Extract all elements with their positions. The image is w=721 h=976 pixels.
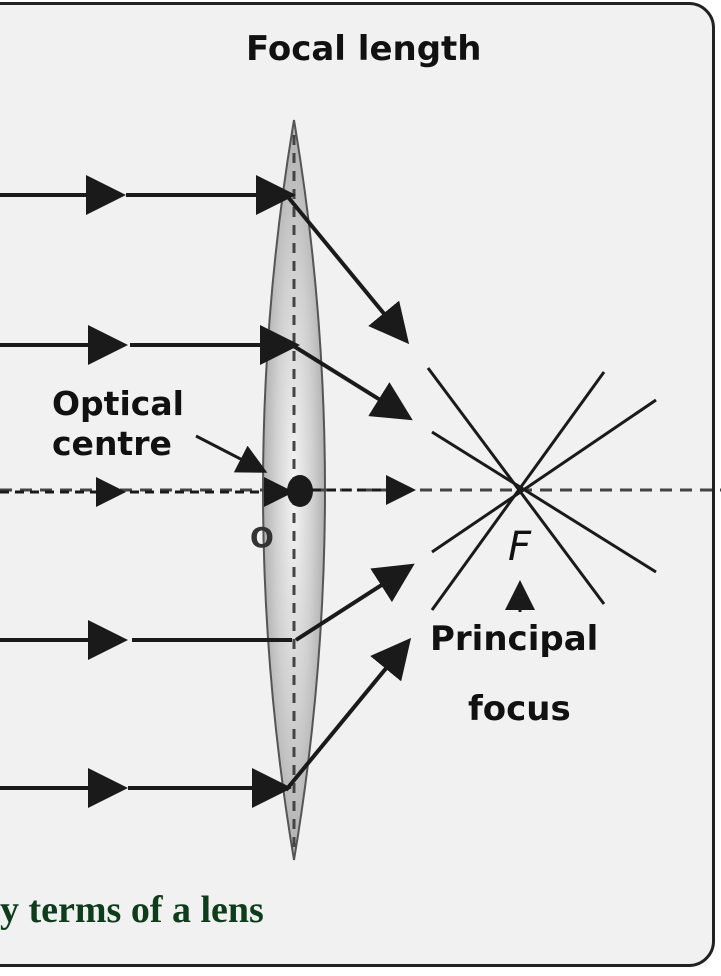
principal-focus-letter: F <box>508 524 532 570</box>
optical-centre-label-line2: centre <box>52 424 172 463</box>
principal-label: Principal <box>430 619 599 659</box>
refracted-ray-1 <box>286 195 410 345</box>
central-ray <box>0 475 416 507</box>
optical-centre-dot <box>287 475 313 507</box>
optical-centre-pointer <box>195 434 268 473</box>
optical-centre-label: Optical centre <box>52 384 184 464</box>
optical-centre-letter: O <box>250 521 274 554</box>
focal-length-label: Focal length <box>246 29 482 69</box>
refracted-rays <box>284 195 415 792</box>
converging-rays <box>426 367 657 611</box>
focus-label: focus <box>468 689 571 729</box>
refracted-ray-5 <box>284 637 412 792</box>
optical-centre-label-line1: Optical <box>52 384 184 423</box>
refracted-ray-4 <box>294 563 415 642</box>
figure-caption: y terms of a lens <box>0 889 264 931</box>
incident-rays <box>0 175 300 808</box>
refracted-ray-2 <box>290 343 413 421</box>
